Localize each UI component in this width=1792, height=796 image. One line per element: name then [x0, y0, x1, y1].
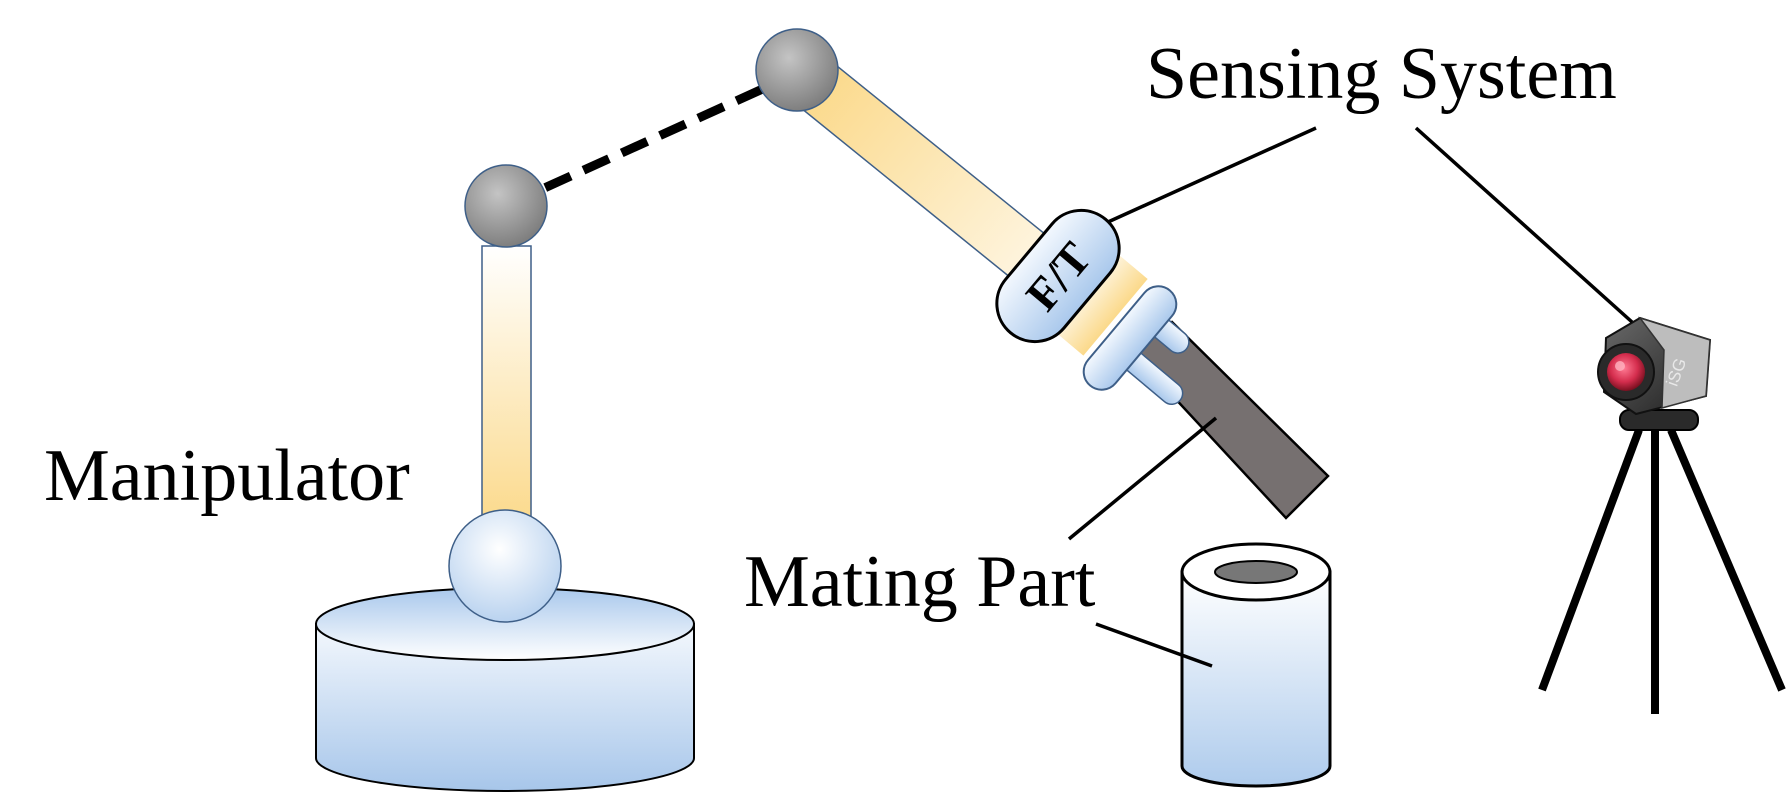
camera: iSG	[1597, 316, 1712, 416]
callout-sensing-to-camera	[1414, 126, 1634, 324]
camera-tripod	[1538, 409, 1786, 714]
manipulator-lower-link	[481, 245, 532, 529]
wrist-segment	[1042, 244, 1148, 356]
callout-peg	[1067, 416, 1218, 541]
callout-cup	[1095, 622, 1213, 668]
dashed-link	[505, 67, 802, 210]
mating-part-label: Mating Part	[744, 541, 1096, 623]
base-cylinder-body	[315, 623, 695, 792]
elbow-joint	[755, 28, 839, 112]
manipulator-label: Manipulator	[44, 435, 410, 517]
shoulder-joint	[464, 164, 548, 248]
sensing-system-label: Sensing System	[1146, 33, 1617, 115]
cup-hole	[1214, 560, 1298, 584]
cup-body	[1180, 570, 1332, 788]
mating-part-cup	[1180, 542, 1332, 788]
callout-lines	[1067, 126, 1634, 668]
base-joint-ball	[448, 509, 562, 623]
callout-sensing-to-ft	[1107, 126, 1317, 224]
tool-flange	[1082, 285, 1178, 391]
peg-tool	[1130, 320, 1330, 520]
